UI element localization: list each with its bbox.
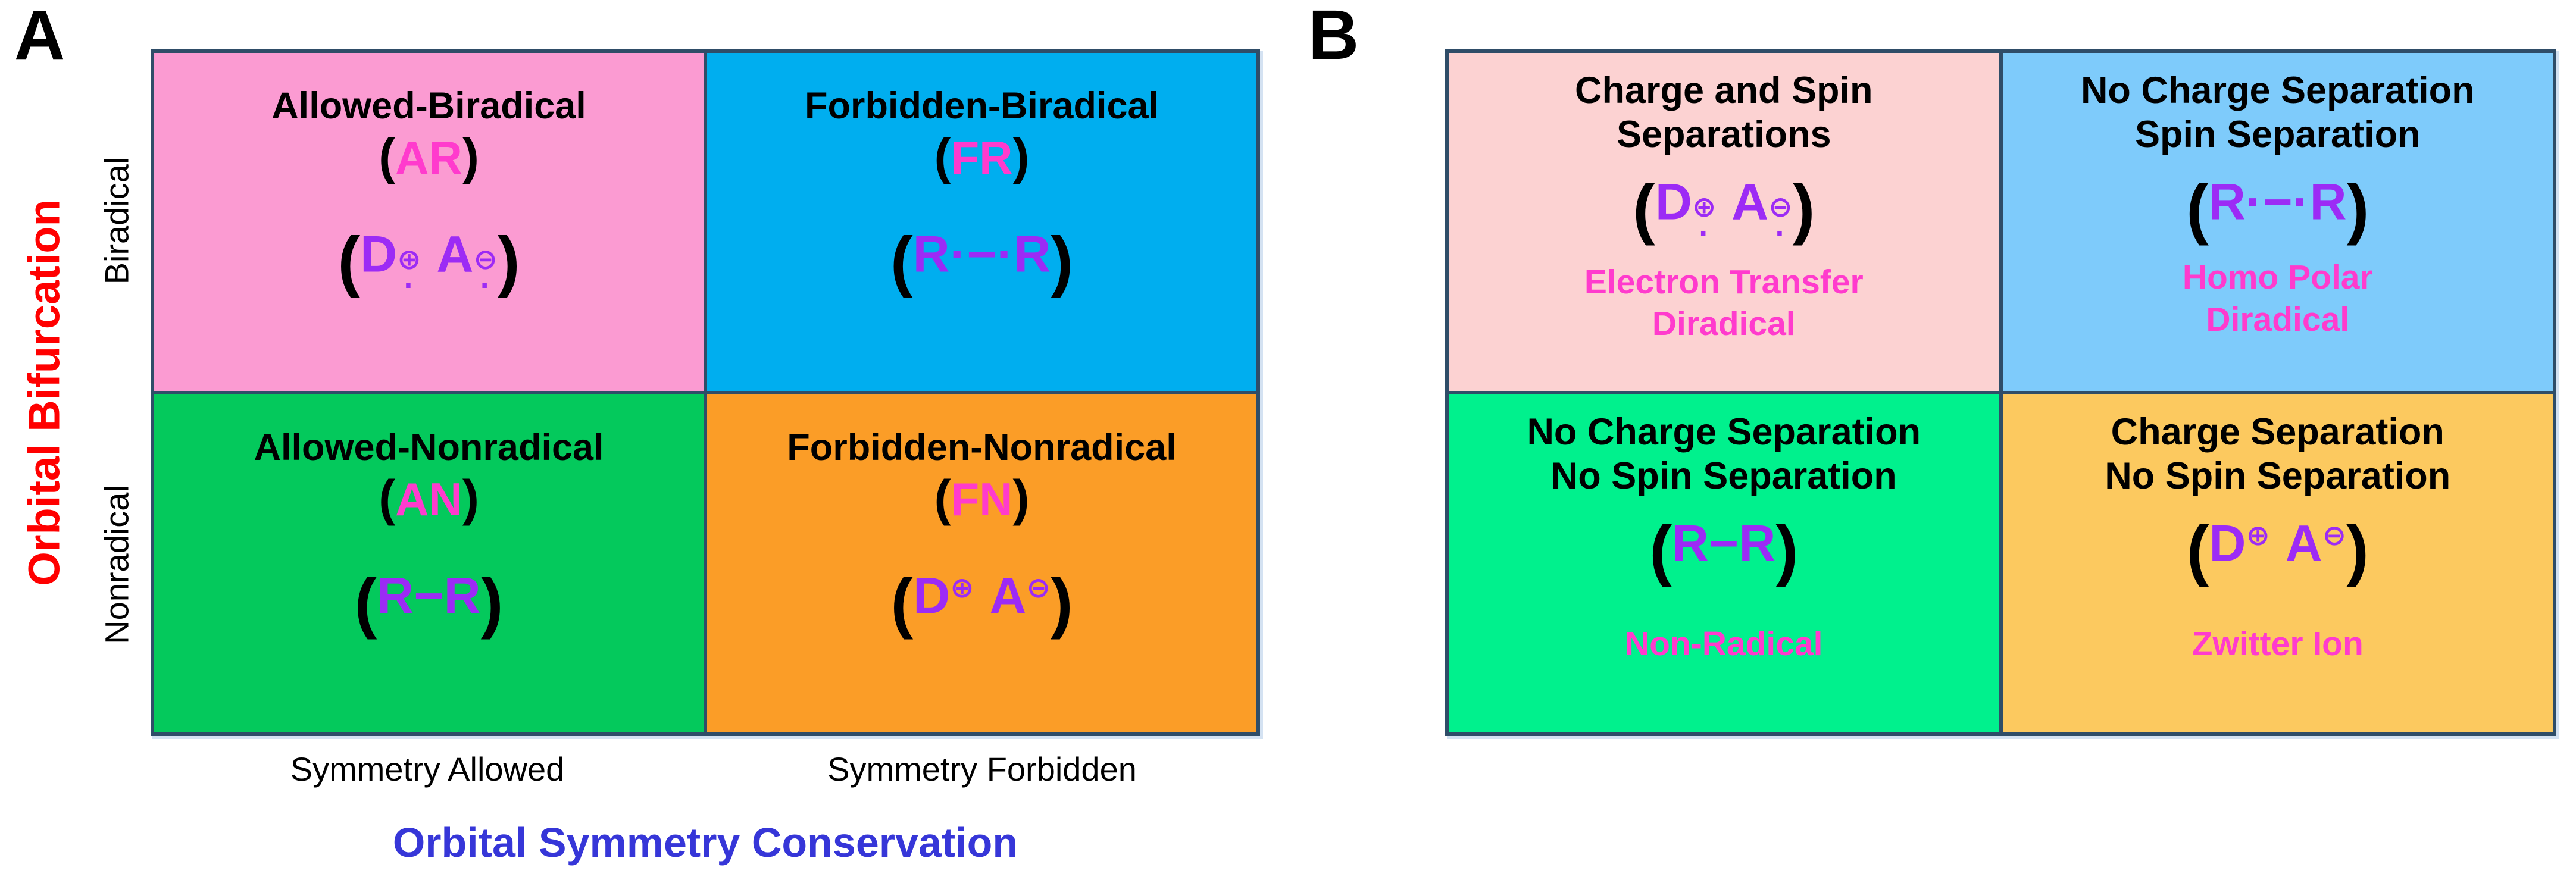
bond-pair-symbol: R−R	[1672, 515, 1776, 572]
circled-plus-icon: ⊕	[950, 571, 974, 604]
acceptor-symbol: A	[989, 567, 1027, 625]
quadrant-descriptor: Zwitter Ion	[2192, 625, 2364, 663]
donor-symbol: D	[2209, 515, 2246, 572]
donor-symbol: D	[360, 226, 398, 283]
circled-plus-icon: ⊕	[2246, 519, 2270, 552]
y-axis-title: Orbital Bifurcation	[19, 199, 69, 586]
quadrant-formula: (R·−·R)	[2186, 170, 2369, 246]
acceptor-symbol: A	[1731, 173, 1769, 231]
quadrant-formula: (R·−·R)	[890, 223, 1074, 299]
quadrant-code: (FN)	[934, 470, 1030, 527]
quadrant-charge-separation: Charge Separation No Spin Separation (D⊕…	[2002, 394, 2553, 732]
circled-plus-radical-icon: ⊕·	[397, 243, 421, 303]
quadrant-formula: (D⊕A⊖)	[890, 564, 1073, 640]
donor-symbol: D	[1655, 173, 1692, 231]
radical-pair-symbol: R·−·R	[912, 226, 1051, 283]
panel-b-quadrant-grid: Charge and Spin Separations (D⊕·A⊖·) Ele…	[1445, 49, 2556, 736]
quadrant-no-separation: No Charge Separation No Spin Separation …	[1449, 394, 1999, 732]
code-letters: FN	[951, 473, 1013, 526]
quadrant-charge-and-spin-separations: Charge and Spin Separations (D⊕·A⊖·) Ele…	[1449, 53, 1999, 391]
quadrant-formula: (R−R)	[354, 564, 504, 640]
quadrant-spin-separation: No Charge Separation Spin Separation (R·…	[2002, 53, 2553, 391]
quadrant-code: (FR)	[934, 129, 1030, 185]
quadrant-descriptor: Homo Polar Diradical	[2182, 258, 2373, 339]
quadrant-forbidden-biradical: Forbidden-Biradical (FR) (R·−·R)	[707, 53, 1256, 391]
donor-symbol: D	[913, 567, 951, 625]
quadrant-descriptor: Non-Radical	[1624, 625, 1823, 663]
circled-minus-radical-icon: ⊖·	[473, 243, 498, 303]
quadrant-title: Allowed-Nonradical	[254, 427, 604, 468]
y-axis-label-nonradical: Nonradical	[98, 485, 136, 644]
quadrant-formula: (R−R)	[1649, 512, 1799, 588]
quadrant-title: Forbidden-Nonradical	[787, 427, 1177, 468]
panel-b-label: B	[1308, 0, 1359, 74]
panel-a-label: A	[14, 0, 65, 74]
acceptor-symbol: A	[2285, 515, 2322, 572]
quadrant-title: No Charge Separation No Spin Separation	[1527, 411, 1921, 497]
radical-pair-symbol: R·−·R	[2208, 173, 2347, 231]
quadrant-title: No Charge Separation Spin Separation	[2080, 70, 2475, 156]
circled-minus-icon: ⊖	[2322, 519, 2347, 552]
quadrant-code: (AR)	[379, 129, 479, 185]
quadrant-title: Forbidden-Biradical	[804, 85, 1159, 127]
x-axis-title: Orbital Symmetry Conservation	[392, 819, 1018, 866]
bond-pair-symbol: R−R	[377, 567, 481, 625]
x-axis-label-symmetry-allowed: Symmetry Allowed	[290, 750, 565, 788]
quadrant-allowed-biradical: Allowed-Biradical (AR) (D⊕·A⊖·)	[154, 53, 704, 391]
quadrant-formula: (D⊕·A⊖·)	[1633, 170, 1815, 252]
acceptor-symbol: A	[436, 226, 474, 283]
code-letters: FR	[951, 131, 1013, 184]
quadrant-title: Charge Separation No Spin Separation	[2105, 411, 2451, 497]
x-axis-label-symmetry-forbidden: Symmetry Forbidden	[827, 750, 1137, 788]
quadrant-formula: (D⊕A⊖)	[2186, 512, 2369, 588]
code-letters: AR	[395, 131, 462, 184]
circled-minus-icon: ⊖	[1026, 571, 1051, 604]
quadrant-forbidden-nonradical: Forbidden-Nonradical (FN) (D⊕A⊖)	[707, 394, 1256, 732]
code-letters: AN	[395, 473, 462, 526]
quadrant-allowed-nonradical: Allowed-Nonradical (AN) (R−R)	[154, 394, 704, 732]
circled-minus-radical-icon: ⊖·	[1768, 190, 1793, 252]
y-axis-label-biradical: Biradical	[98, 156, 136, 285]
quadrant-title: Allowed-Biradical	[271, 85, 586, 127]
quadrant-formula: (D⊕·A⊖·)	[337, 223, 520, 303]
circled-plus-radical-icon: ⊕·	[1692, 190, 1717, 252]
panel-a-quadrant-grid: Allowed-Biradical (AR) (D⊕·A⊖·) Forbidde…	[151, 49, 1260, 736]
quadrant-code: (AN)	[379, 470, 479, 527]
quadrant-descriptor: Electron Transfer Diradical	[1584, 262, 1864, 343]
quadrant-title: Charge and Spin Separations	[1574, 70, 1873, 156]
